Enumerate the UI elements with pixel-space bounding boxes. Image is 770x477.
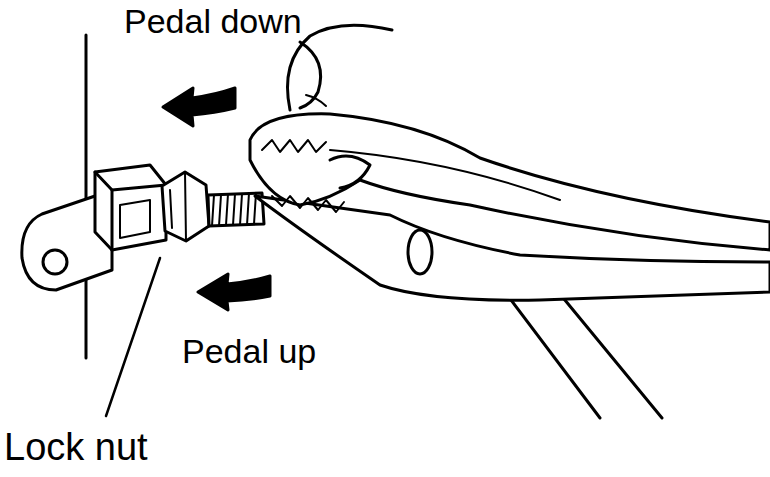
lock-nut <box>162 172 209 241</box>
clevis <box>22 165 166 290</box>
pliers <box>250 114 770 418</box>
leader-line <box>106 258 160 416</box>
reference-line <box>85 35 88 358</box>
part-label: Pedal down <box>124 4 302 38</box>
direction-arrow <box>163 88 235 126</box>
hand <box>288 25 393 110</box>
direction-arrow <box>198 274 270 310</box>
part-label: Pedal up <box>182 334 316 368</box>
part-label: Lock nut <box>4 428 148 466</box>
